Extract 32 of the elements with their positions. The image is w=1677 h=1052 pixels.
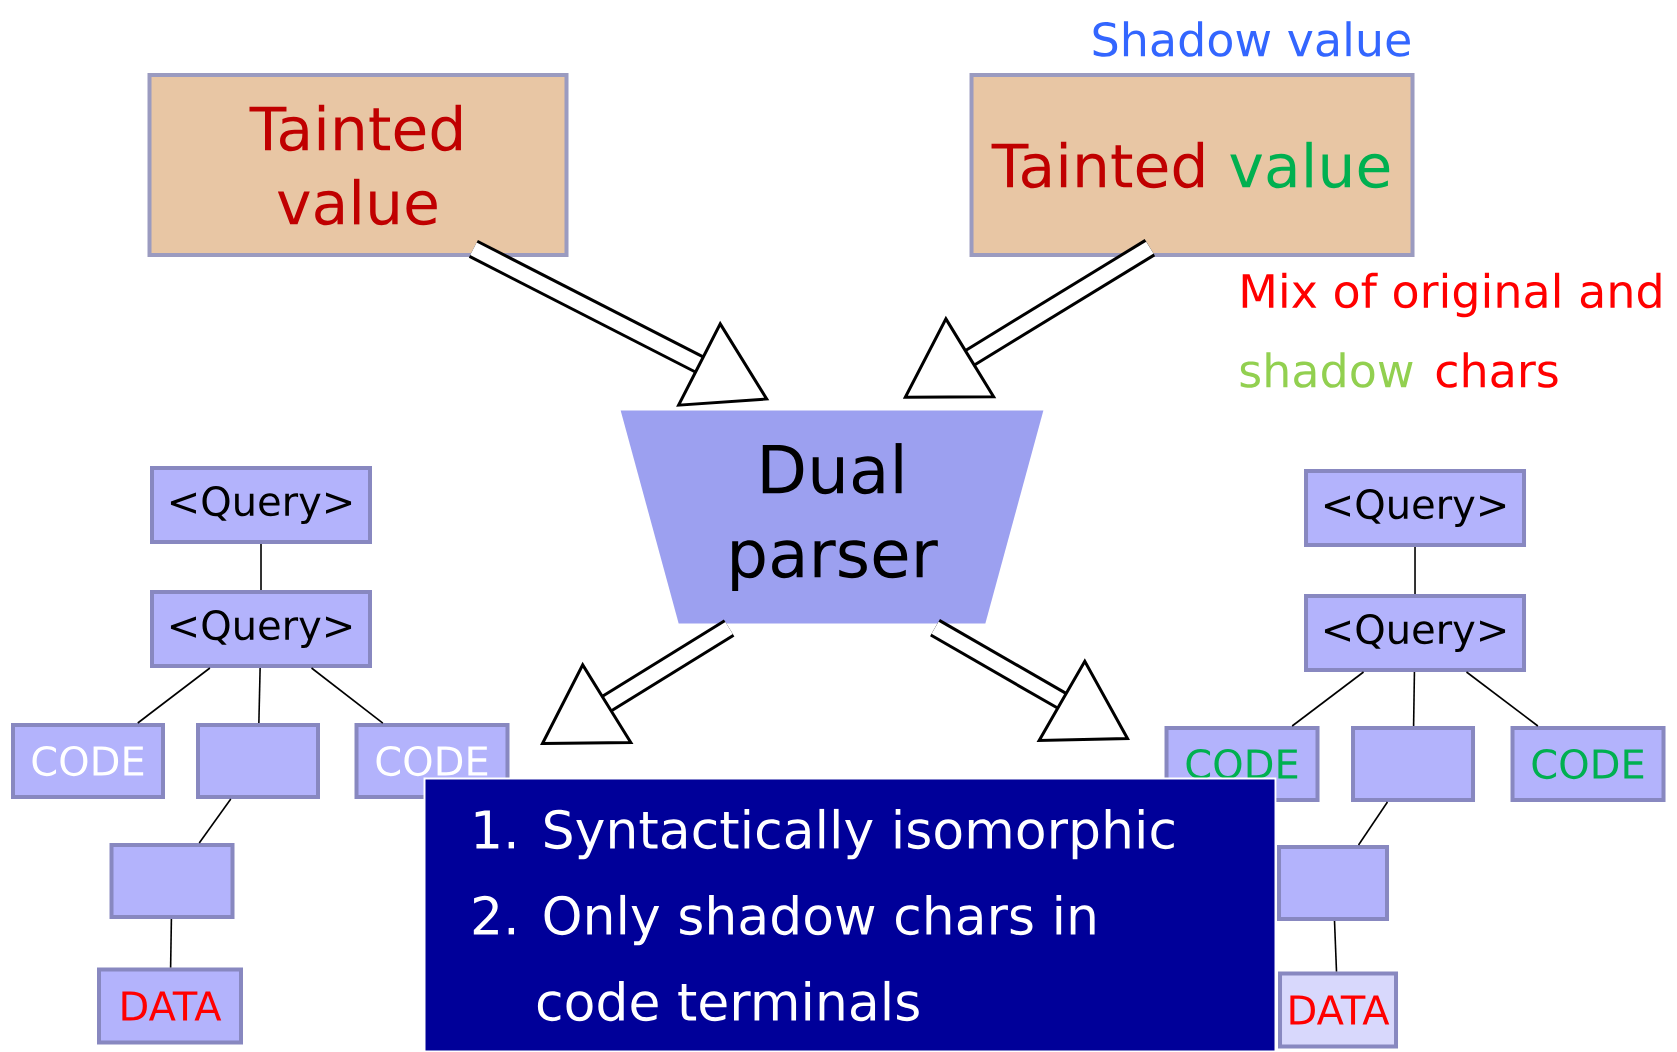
- connector-line: [260, 543, 262, 591]
- tree-node-box: <Query>: [1304, 469, 1526, 547]
- empty-tree-box: [109, 843, 235, 919]
- connector-line: [198, 798, 232, 844]
- tree-node-box: CODE: [1510, 726, 1666, 802]
- connector-line: [1333, 920, 1338, 973]
- connector-line: [310, 667, 384, 724]
- annotation-text: Mix of original and: [1242, 272, 1661, 318]
- connector-line: [1414, 546, 1416, 595]
- tree-node-box: <Query>: [150, 590, 372, 668]
- note-box: 1. Syntactically isomorphic 2. Only shadow chars in code terminals: [423, 777, 1277, 1052]
- empty-tree-box: [1351, 726, 1475, 802]
- value-box: Tainted value: [147, 73, 569, 257]
- connector-line: [1357, 801, 1389, 846]
- value-box: Tainted value: [969, 73, 1415, 257]
- tree-node-box: <Query>: [150, 466, 372, 544]
- tree-node-box: DATA: [97, 967, 243, 1045]
- connector-line: [136, 667, 211, 724]
- annotation-text: shadow: [1240, 352, 1413, 388]
- connector-line: [1412, 671, 1416, 727]
- tree-node-box: <Query>: [1304, 594, 1526, 672]
- connector-line: [169, 918, 173, 969]
- parser-trapezoid: Dual parser: [620, 410, 1044, 624]
- connector-line: [1465, 671, 1539, 727]
- connector-line: [258, 667, 261, 724]
- connector-line: [1291, 671, 1365, 727]
- annotation-text: chars: [1436, 352, 1558, 388]
- empty-tree-box: [196, 723, 320, 799]
- empty-tree-box: [1277, 845, 1389, 921]
- tree-node-box: CODE: [11, 723, 165, 799]
- caption-text: Shadow value: [1093, 21, 1410, 57]
- tree-node-box: DATA: [1278, 971, 1398, 1049]
